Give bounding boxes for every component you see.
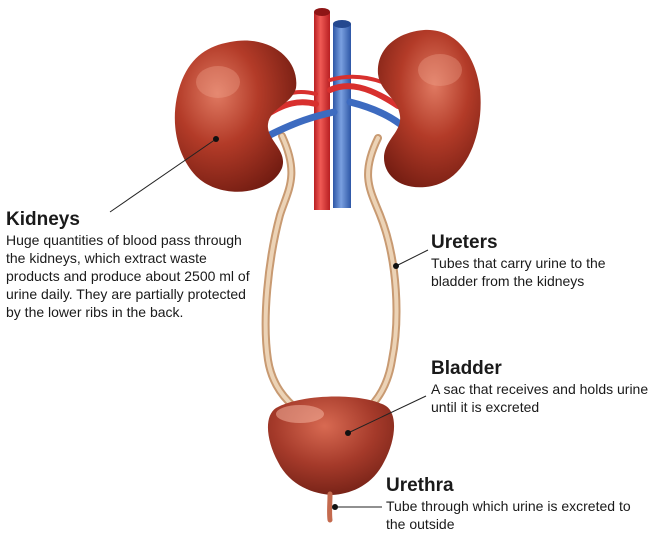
ureters-pointer-dot	[393, 263, 399, 269]
ureters-leader	[396, 250, 428, 266]
bladder-illustration	[268, 396, 394, 520]
ureters-label: Ureters Tubes that carry urine to the bl…	[431, 232, 656, 290]
ureters	[266, 136, 397, 412]
kidneys-label: Kidneys Huge quantities of blood pass th…	[6, 209, 251, 321]
kidneys-pointer-dot	[213, 136, 219, 142]
aorta	[314, 8, 330, 210]
kidneys-title: Kidneys	[6, 209, 251, 231]
bladder-label: Bladder A sac that receives and holds ur…	[431, 358, 656, 416]
urethra-pointer-dot	[332, 504, 338, 510]
left-kidney	[175, 40, 297, 191]
urethra-title: Urethra	[386, 475, 646, 497]
right-kidney	[378, 30, 481, 187]
bladder-pointer-dot	[345, 430, 351, 436]
urethra-description: Tube through which urine is excreted to …	[386, 497, 646, 533]
urethra-label: Urethra Tube through which urine is excr…	[386, 475, 646, 533]
ureters-title: Ureters	[431, 232, 656, 254]
ureters-description: Tubes that carry urine to the bladder fr…	[431, 254, 656, 290]
bladder-title: Bladder	[431, 358, 656, 380]
kidneys-description: Huge quantities of blood pass through th…	[6, 231, 251, 321]
bladder-description: A sac that receives and holds urine unti…	[431, 380, 656, 416]
